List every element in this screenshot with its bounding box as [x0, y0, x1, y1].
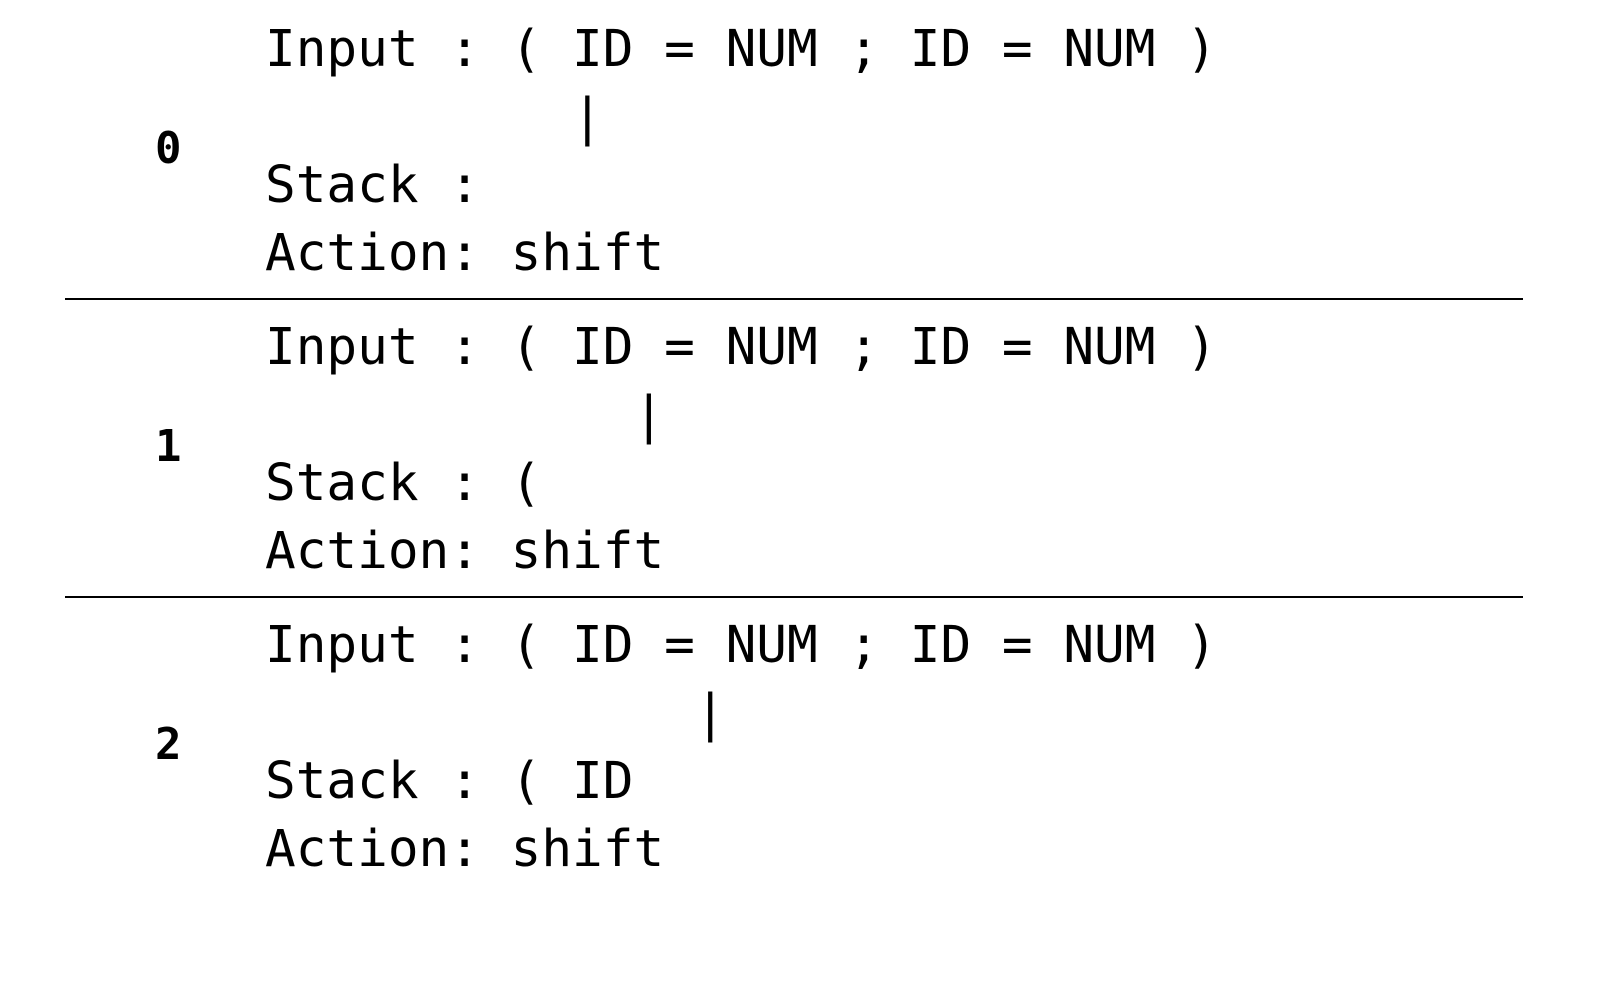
step-number: 2 — [155, 719, 182, 770]
action-line: Action: shift — [265, 224, 665, 283]
stack-line: Stack : ( ID — [265, 752, 634, 811]
trace-step-content: Input : ( ID = NUM ; ID = NUM ) | Stack … — [265, 298, 1613, 596]
trace-row: 1 Input : ( ID = NUM ; ID = NUM ) | Stac… — [0, 298, 1613, 596]
action-line: Action: shift — [265, 522, 665, 581]
step-number-cell: 2 — [0, 596, 265, 894]
stack-line: Stack : — [265, 156, 480, 215]
step-number: 0 — [155, 123, 182, 174]
step-number-cell: 1 — [0, 298, 265, 596]
input-line: Input : ( ID = NUM ; ID = NUM ) — [265, 616, 1217, 675]
input-cursor-marker: | — [265, 386, 665, 445]
input-line: Input : ( ID = NUM ; ID = NUM ) — [265, 318, 1217, 377]
action-line: Action: shift — [265, 820, 665, 879]
stack-line: Stack : ( — [265, 454, 542, 513]
input-cursor-marker: | — [265, 88, 603, 147]
trace-step-content: Input : ( ID = NUM ; ID = NUM ) | Stack … — [265, 0, 1613, 298]
input-cursor-marker: | — [265, 684, 726, 743]
trace-step-content: Input : ( ID = NUM ; ID = NUM ) | Stack … — [265, 596, 1613, 894]
input-line: Input : ( ID = NUM ; ID = NUM ) — [265, 20, 1217, 79]
row-divider — [65, 596, 1523, 598]
row-divider — [65, 298, 1523, 300]
step-number-cell: 0 — [0, 0, 265, 298]
trace-row: 2 Input : ( ID = NUM ; ID = NUM ) | Stac… — [0, 596, 1613, 894]
step-number: 1 — [155, 421, 182, 472]
trace-row: 0 Input : ( ID = NUM ; ID = NUM ) | Stac… — [0, 0, 1613, 298]
